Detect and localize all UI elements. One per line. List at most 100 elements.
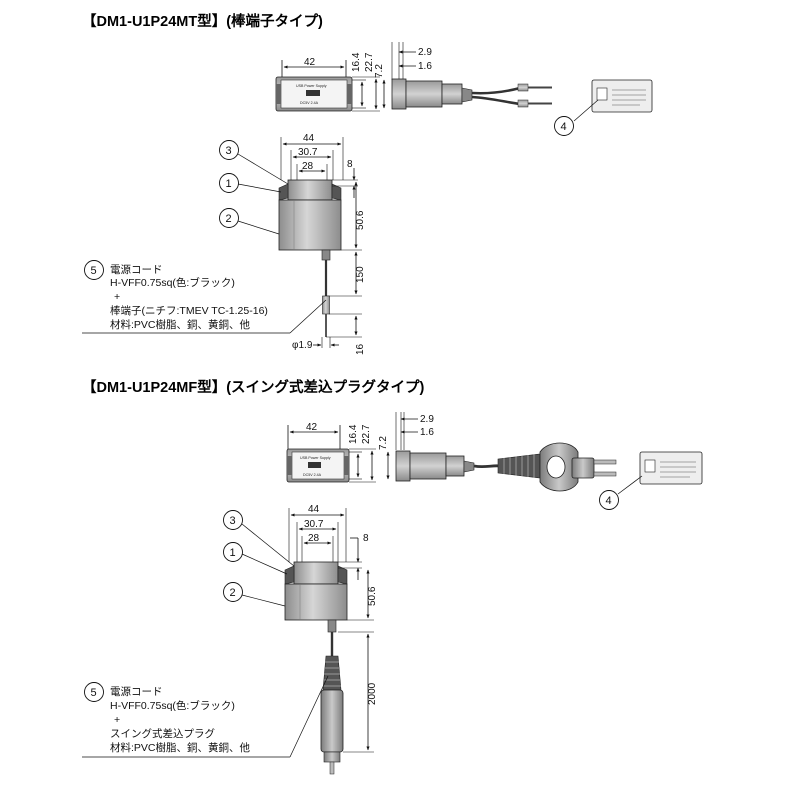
module-upper <box>293 561 339 585</box>
callout-number: 3 <box>230 515 236 527</box>
dim-label: 1.6 <box>420 427 434 438</box>
module-body <box>409 452 447 480</box>
side-tab <box>347 84 352 104</box>
dim-label: 7.2 <box>374 64 385 78</box>
elevation-view: 44 30.7 28 8 50.6 15 <box>219 133 366 355</box>
callout-number: 2 <box>226 213 232 225</box>
callout-number: 4 <box>606 495 612 507</box>
callout-number: 2 <box>230 587 236 599</box>
section-title: 【DM1-U1P24MT型】(棒端子タイプ) <box>82 12 323 30</box>
side-view: 2.9 1.6 7.2 <box>378 412 617 492</box>
note-5: 5 電源コード H-VFF0.75sq(色:ブラック) + 棒端子(ニチフ:TM… <box>82 260 327 334</box>
mounting-claw <box>331 183 342 201</box>
note-line: H-VFF0.75sq(色:ブラック) <box>110 276 235 289</box>
dim-label: 30.7 <box>304 519 324 530</box>
front-view: 42 USB Power Supply DC5V 2.4A 16.4 22.7 <box>275 52 380 112</box>
plug-hole <box>546 455 566 479</box>
rear-view: 4 <box>554 79 653 136</box>
module-rear <box>639 451 703 485</box>
dim-label: 16.4 <box>351 52 362 72</box>
cord <box>471 95 521 106</box>
callout-4 <box>554 116 574 136</box>
rod-terminal-sleeve <box>322 295 330 315</box>
dim-label: 150 <box>355 266 366 283</box>
callout-1 <box>219 173 239 193</box>
callout-number: 3 <box>226 145 232 157</box>
dim-label: φ1.9 <box>292 340 313 351</box>
dim-label: 28 <box>308 533 320 544</box>
module-body <box>405 80 443 108</box>
module-upper <box>287 179 333 201</box>
section-mt: 【DM1-U1P24MT型】(棒端子タイプ) 42 USB Power Supp… <box>82 12 653 355</box>
note-5: 5 電源コード H-VFF0.75sq(色:ブラック) + スイング式差込プラグ… <box>82 675 329 758</box>
note-line: 棒端子(ニチフ:TMEV TC-1.25-16) <box>110 304 268 317</box>
note-line: 材料:PVC樹脂、銅、黄銅、他 <box>110 318 251 331</box>
callout-number: 5 <box>91 687 97 699</box>
module-text: USB Power Supply <box>300 456 331 460</box>
callout-1 <box>223 542 243 562</box>
dim-label: 2.9 <box>420 414 434 425</box>
label-icon <box>596 87 608 101</box>
module-text: DC5V 2.4A <box>300 101 319 105</box>
side-tab <box>276 84 281 104</box>
plug-head <box>323 751 341 763</box>
note-line: 電源コード <box>110 685 163 698</box>
cord <box>471 86 521 95</box>
strain-relief <box>322 655 342 691</box>
dim-label: 50.6 <box>367 586 378 606</box>
note-line: + <box>114 714 120 726</box>
rear-view: 4 <box>599 451 703 510</box>
callout-number: 1 <box>230 547 236 559</box>
callout-5 <box>84 260 104 280</box>
module-text: USB Power Supply <box>296 84 327 88</box>
section-mf: 【DM1-U1P24MF型】(スイング式差込プラグタイプ) 42 USB Pow… <box>82 378 703 775</box>
swing-plug <box>320 689 344 753</box>
dim-label: 44 <box>308 504 320 515</box>
side-tab <box>344 456 349 475</box>
cord <box>473 464 501 469</box>
note-line: + <box>114 291 120 303</box>
cord-boot <box>441 83 463 105</box>
dim-label: 8 <box>363 533 369 544</box>
module-faceplate <box>280 79 348 109</box>
callout-5 <box>84 682 104 702</box>
module-lower <box>278 199 342 251</box>
dim-label: 1.6 <box>418 61 432 72</box>
dim-label: 7.2 <box>378 436 389 450</box>
cord-boot <box>445 455 465 477</box>
plug-blade <box>593 459 617 465</box>
mounting-claw <box>337 565 348 585</box>
callout-4 <box>599 490 619 510</box>
elevation-view: 44 30.7 28 8 50.6 <box>223 504 378 775</box>
side-view: 2.9 1.6 7.2 <box>374 42 552 110</box>
callout-2 <box>219 208 239 228</box>
usb-port-icon <box>308 462 321 468</box>
mounting-claw <box>278 183 289 201</box>
side-tab <box>287 456 292 475</box>
note-line: スイング式差込プラグ <box>110 727 215 740</box>
dim-label: 2000 <box>367 682 378 705</box>
note-line: 材料:PVC樹脂、銅、黄銅、他 <box>110 741 251 754</box>
callout-3 <box>219 140 239 160</box>
plug-blade <box>329 761 335 775</box>
module-lower <box>284 583 348 621</box>
dim-label: 16.4 <box>348 424 359 444</box>
dim-label: 22.7 <box>361 424 372 444</box>
module-side <box>395 450 411 482</box>
dim-label: 2.9 <box>418 47 432 58</box>
dim-label: 16 <box>355 343 366 355</box>
module-text: DC5V 2.4A <box>303 473 322 477</box>
dim-label: 42 <box>304 57 316 68</box>
dim-label: 22.7 <box>364 52 375 72</box>
label-icon <box>644 459 656 473</box>
dim-label: 30.7 <box>298 147 318 158</box>
front-view: 42 USB Power Supply DC5V 2.4A 16.4 22.7 <box>286 422 376 483</box>
strain-relief <box>497 453 541 479</box>
callout-number: 1 <box>226 178 232 190</box>
dim-label: 50.6 <box>355 210 366 230</box>
callout-number: 5 <box>91 265 97 277</box>
plug-head <box>571 457 595 479</box>
section-title: 【DM1-U1P24MF型】(スイング式差込プラグタイプ) <box>82 378 425 396</box>
dim-label: 44 <box>303 133 315 144</box>
